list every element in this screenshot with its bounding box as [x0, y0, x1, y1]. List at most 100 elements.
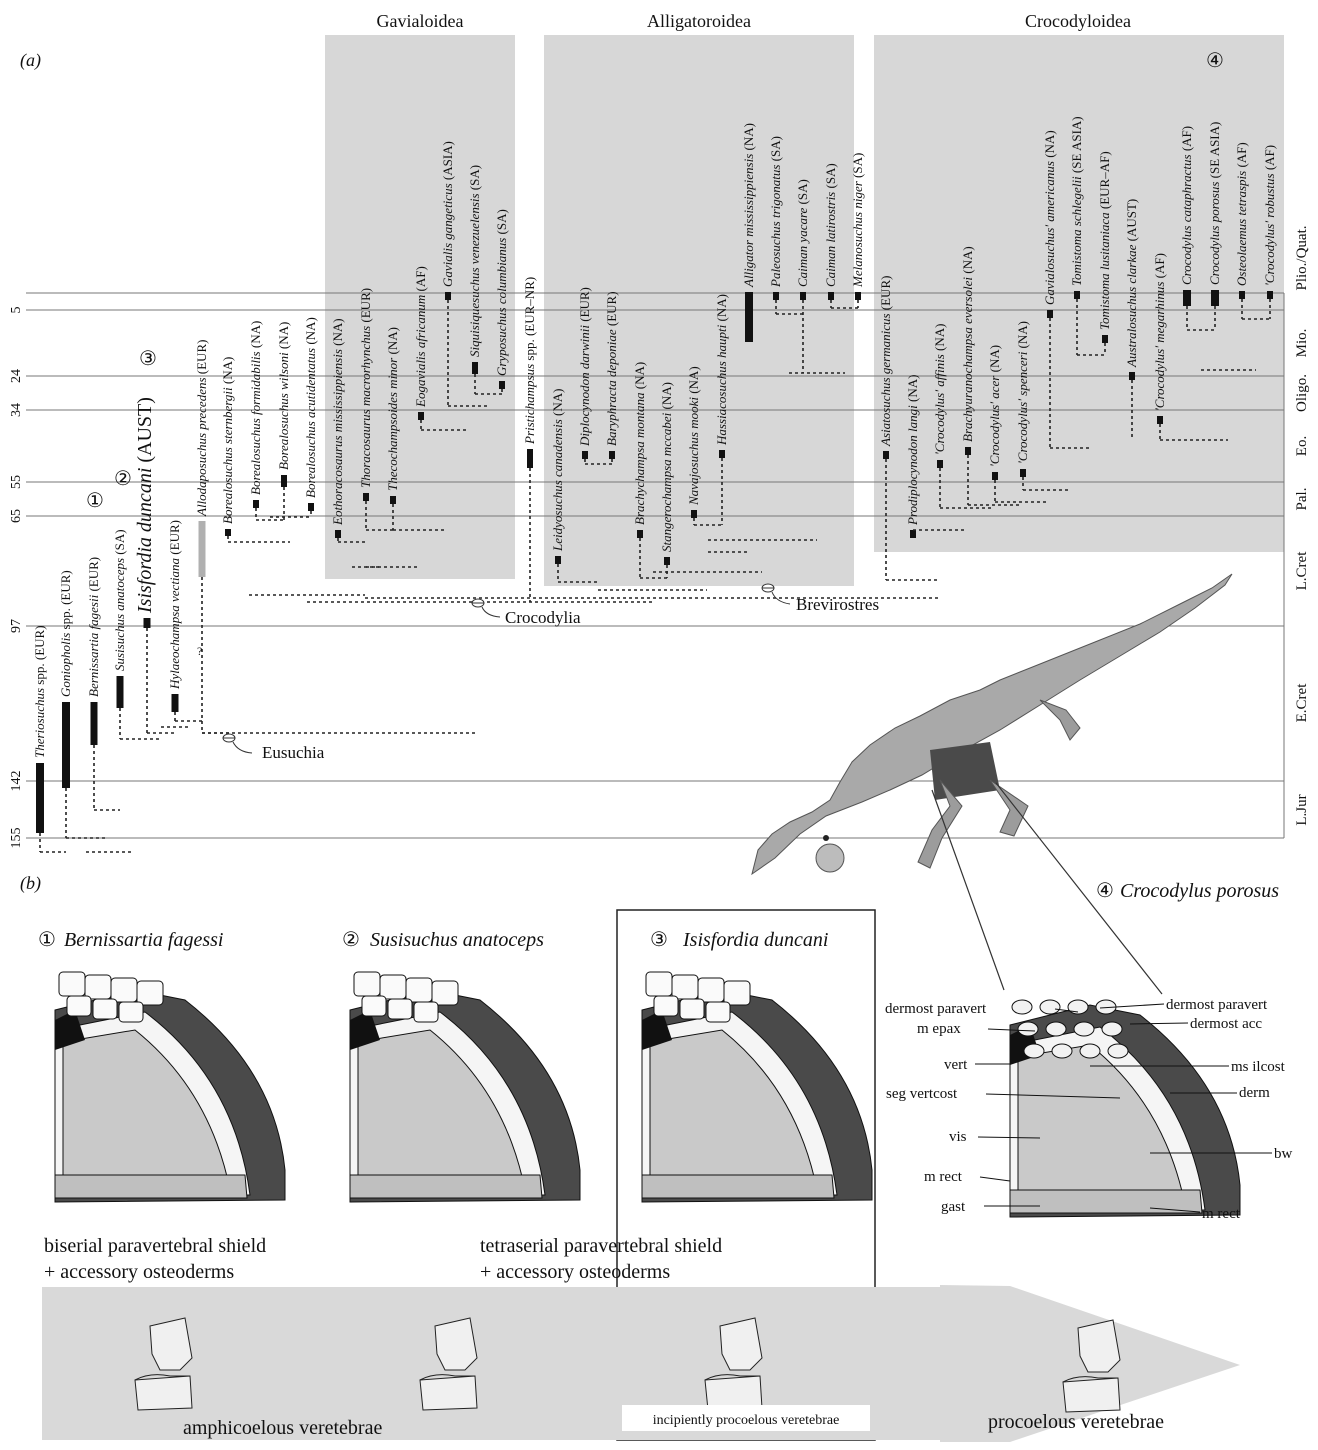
range-bar	[719, 450, 725, 458]
age-tick: 65	[9, 509, 24, 523]
range-bar	[691, 510, 697, 518]
taxon-label: Prodiplocynodon langi (NA)	[905, 375, 920, 526]
osteoderm	[723, 980, 751, 1006]
anatomy-label-dermost-paravert-right: dermost paravert	[1166, 997, 1268, 1013]
osteoderm	[413, 1001, 439, 1023]
anatomy-label-vis: vis	[949, 1129, 967, 1145]
clade-label-crocodyloidea: Crocodyloidea	[1025, 11, 1131, 31]
osteoderm	[1107, 1043, 1129, 1059]
taxon-label: Bernissartia fagesii (EUR)	[86, 557, 101, 697]
range-bar	[637, 530, 643, 538]
period-label: E.Cret	[1294, 683, 1310, 723]
range-bar	[800, 292, 806, 300]
circled-number-b1: ①	[38, 929, 56, 951]
range-bar	[499, 381, 505, 389]
range-bar	[1157, 416, 1163, 424]
range-bar	[1183, 290, 1191, 306]
taxon-label: Brachychampsa montana (NA)	[632, 362, 647, 525]
circled-number-b2: ②	[342, 929, 360, 951]
taxon-label: Leidyosuchus canadensis (NA)	[550, 389, 565, 552]
period-label: Plio./Quat.	[1294, 225, 1310, 290]
circled-number-3: ③	[139, 348, 157, 370]
range-bar	[609, 451, 615, 459]
taxon-label: Asiatosuchus germanicus (EUR)	[878, 276, 893, 447]
age-tick: 5	[9, 307, 24, 314]
taxon-label: 'Crocodylus' robustus (AF)	[1262, 145, 1277, 286]
anatomy-label-gast: gast	[941, 1199, 966, 1215]
range-bar	[527, 449, 533, 468]
taxon-label: Gryposuchus columbianus (SA)	[494, 209, 509, 376]
taxon-label: Thoracosaurus macrorhynchus (EUR)	[358, 288, 373, 488]
osteoderm	[92, 998, 118, 1020]
osteoderm	[1079, 1043, 1101, 1059]
range-bar	[855, 292, 861, 300]
osteoderm	[361, 995, 387, 1017]
age-tick: 97	[9, 619, 24, 633]
anatomy-leader-lines	[975, 1003, 1272, 1213]
osteoderm	[431, 980, 459, 1006]
callout-line-left	[931, 789, 1005, 991]
vertebra	[1062, 1319, 1121, 1413]
taxon-label: 'Crocodylus' affinis (NA)	[932, 324, 947, 455]
range-bar	[992, 472, 998, 480]
osteoderm	[1101, 1021, 1123, 1037]
taxon-label: Siquisiquesuchus venezuelensis (SA)	[467, 165, 482, 357]
taxon-label: Brachyuranochampsa eversolei (NA)	[960, 246, 975, 442]
range-bar	[1047, 310, 1053, 318]
range-bar	[281, 475, 287, 487]
circled-number-4: ④	[1206, 50, 1224, 72]
osteoderm	[136, 980, 164, 1006]
callout-line-right	[995, 782, 1163, 995]
taxon-label: 'Crocodylus' acer (NA)	[987, 345, 1002, 467]
cross-section	[349, 971, 581, 1203]
range-bar	[253, 500, 259, 508]
osteoderm	[118, 1001, 144, 1023]
osteoderm	[1011, 999, 1033, 1015]
anatomy-label-m-epax: m epax	[917, 1021, 961, 1037]
age-tick: 142	[9, 771, 24, 792]
range-bar	[1102, 335, 1108, 343]
range-bar	[664, 557, 670, 565]
range-bar	[582, 451, 588, 459]
taxon-label: Navajosuchus mooki (NA)	[686, 366, 701, 506]
anatomy-label-m-rect-left: m rect	[924, 1169, 963, 1185]
anatomy-label-seg-vertcost: seg vertcost	[886, 1086, 958, 1102]
taxon-label: Borealosuchus wilsoni (NA)	[276, 322, 291, 470]
gavialoidea-box	[325, 35, 515, 579]
taxon-label: Caiman latirostris (SA)	[823, 163, 838, 287]
osteoderm	[110, 977, 138, 1003]
range-bar	[965, 447, 971, 455]
osteoderm	[1051, 1043, 1073, 1059]
taxon-label: Crocodylus porosus (SE ASIA)	[1207, 122, 1222, 285]
taxon-label: Melanosuchus niger (SA)	[850, 153, 865, 288]
anatomy-label-m-rect-right: m rect	[1202, 1206, 1241, 1222]
taxon-label: Australosuchus clarkae (AUST)	[1124, 199, 1139, 368]
vertebrae-label-incipient: incipiently procoelous veretebrae	[653, 1413, 840, 1428]
taxon-label: Gavialis gangeticus (ASIA)	[440, 141, 455, 287]
circled-number-b3: ③	[650, 929, 668, 951]
taxon-label: Thecochampsoides minor (NA)	[385, 327, 400, 491]
taxon-label: Isisfordia duncani (AUST)	[134, 397, 156, 614]
vertebrae-illustrations	[134, 1317, 1121, 1413]
taxon-label: Crocodylus cataphractus (AF)	[1179, 126, 1194, 285]
taxon-label: Borealosuchus formidabilis (NA)	[248, 321, 263, 495]
crocodile-illustration	[751, 573, 1233, 876]
taxon-label: Stangerochampsa mccabei (NA)	[659, 382, 674, 552]
taxon-label: Borealosuchus sternbergii (NA)	[220, 357, 235, 524]
anatomy-label-dermost-acc: dermost acc	[1190, 1016, 1262, 1032]
osteoderm	[671, 974, 699, 1000]
osteoderm	[653, 995, 679, 1017]
range-bar	[36, 763, 44, 833]
osteoderm	[1039, 999, 1061, 1015]
node-label-crocodylia: Crocodylia	[505, 608, 581, 627]
range-bar	[171, 694, 179, 712]
taxon-label: 'Crocodylus' megarhinus (AF)	[1152, 253, 1167, 411]
taxon-label: 'Crocodylus' spenceri (NA)	[1015, 321, 1030, 464]
range-bar	[1211, 290, 1219, 306]
anatomy-label-vert: vert	[944, 1057, 968, 1073]
range-bar	[116, 676, 124, 708]
taxon-label: Hylaeochampsa vectiana (EUR)	[167, 520, 182, 690]
taxon-label: Tomistoma lusitaniaca (EUR–AF)	[1097, 151, 1112, 330]
taxon-label: Hassiacosuchus haupti (NA)	[714, 294, 729, 446]
